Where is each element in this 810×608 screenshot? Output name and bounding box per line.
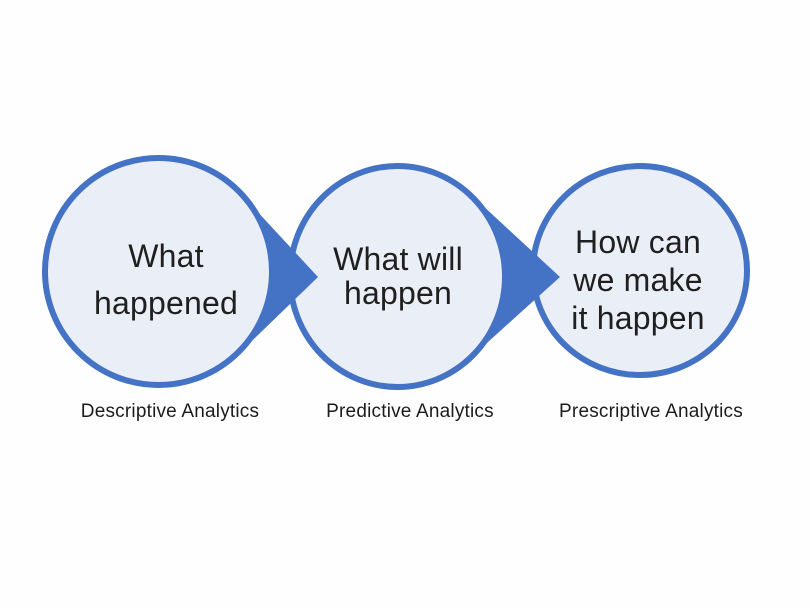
caption-predictive-analytics: Predictive Analytics — [326, 401, 494, 422]
caption-prescriptive-analytics: Prescriptive Analytics — [559, 401, 743, 422]
circle-descriptive — [42, 155, 275, 388]
circle-prescriptive-label: How can we make it happen — [571, 224, 705, 336]
caption-descriptive-analytics: Descriptive Analytics — [80, 401, 260, 422]
circle-descriptive-label: What happened — [94, 238, 238, 321]
circle-predictive-label: What will happen — [333, 241, 463, 311]
